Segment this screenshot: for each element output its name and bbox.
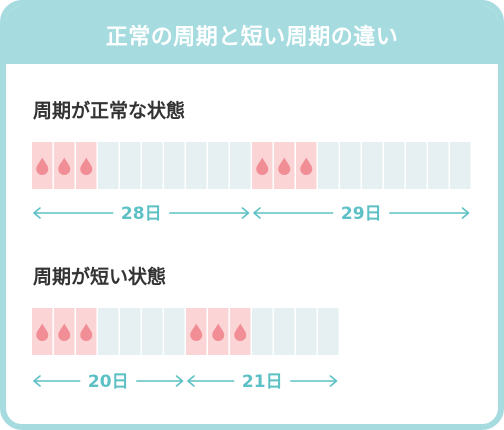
cycle-day-cell <box>274 308 295 355</box>
cycle-segment: 21日 <box>186 308 339 392</box>
cycle-day-cell <box>450 142 471 189</box>
blood-drop-icon <box>36 157 49 175</box>
cycle-length-label: 20日 <box>88 372 129 392</box>
blood-drop-icon <box>234 323 247 341</box>
cycle-day-cell <box>142 142 163 189</box>
cycle-segment: 28日 <box>32 142 251 224</box>
cycle-day-cell <box>164 308 185 355</box>
arrow-right-icon <box>329 375 338 387</box>
cycle-row-1: 28日 29日 <box>32 142 471 224</box>
arrow-right-icon <box>461 207 470 219</box>
cycle-day-cell <box>120 308 141 355</box>
blood-drop-icon <box>80 157 93 175</box>
cycle-day-cell <box>164 142 185 189</box>
arrow-left-icon <box>187 375 195 387</box>
cycle-day-cell <box>142 308 163 355</box>
arrow-left-icon <box>33 207 41 219</box>
cycle-day-cell <box>186 142 207 189</box>
cycle-length-label: 21日 <box>242 372 283 392</box>
cycle-day-cell <box>230 142 251 189</box>
cycle-day-cell <box>340 142 361 189</box>
blood-drop-icon <box>58 157 71 175</box>
section-title-short: 周期が短い状態 <box>33 266 167 288</box>
blood-drop-icon <box>300 157 313 175</box>
cycle-day-cell <box>318 142 339 189</box>
cycle-row-2: 20日 21日 <box>32 308 339 392</box>
blood-drop-icon <box>58 323 71 341</box>
cycle-length-label: 28日 <box>121 204 162 224</box>
arrow-right-icon <box>241 207 250 219</box>
cycle-day-cell <box>208 142 229 189</box>
cycle-day-cell <box>120 142 141 189</box>
blood-drop-icon <box>80 323 93 341</box>
cycle-day-cell <box>296 308 317 355</box>
cycle-length-label: 29日 <box>341 204 382 224</box>
cycle-day-cell <box>406 142 427 189</box>
arrow-left-icon <box>33 375 41 387</box>
cycle-day-cell <box>252 308 273 355</box>
cycle-day-cell <box>428 142 449 189</box>
blood-drop-icon <box>190 323 203 341</box>
blood-drop-icon <box>278 157 291 175</box>
blood-drop-icon <box>212 323 225 341</box>
cycle-day-cell <box>98 142 119 189</box>
cycle-day-cell <box>362 142 383 189</box>
blood-drop-icon <box>36 323 49 341</box>
cycle-segment: 29日 <box>252 142 471 224</box>
section-title-normal: 周期が正常な状態 <box>33 100 186 122</box>
cycle-day-cell <box>318 308 339 355</box>
cycle-day-cell <box>98 308 119 355</box>
arrow-right-icon <box>175 375 184 387</box>
cycle-day-cell <box>384 142 405 189</box>
card-title: 正常の周期と短い周期の違い <box>6 6 498 64</box>
blood-drop-icon <box>256 157 269 175</box>
cycle-segment: 20日 <box>32 308 185 392</box>
arrow-left-icon <box>253 207 261 219</box>
